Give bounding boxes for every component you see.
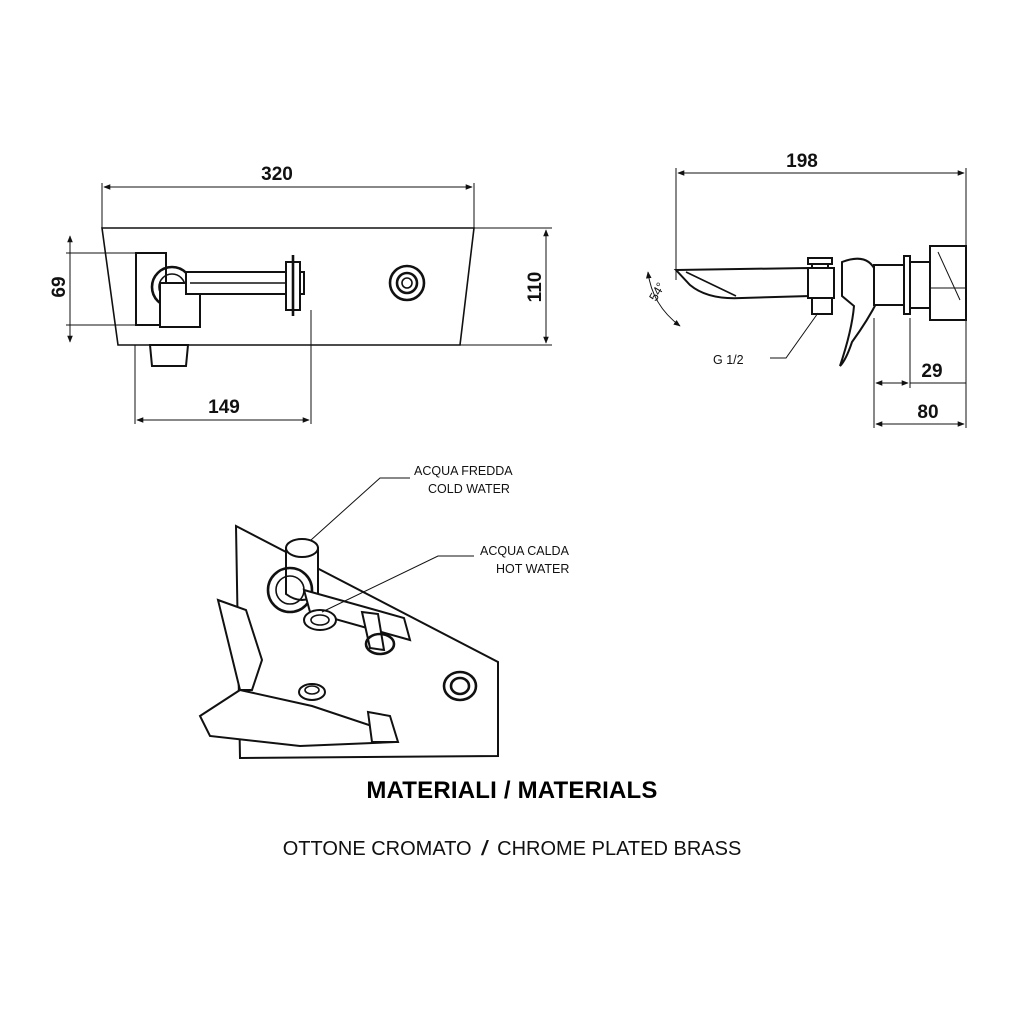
dim-height: 110 [525, 272, 546, 303]
cold-water-leader [310, 477, 410, 541]
dim-min-depth: 29 [921, 361, 942, 382]
iso-diverter [298, 683, 400, 743]
dim-max-depth: 80 [917, 402, 938, 423]
front-spout [148, 344, 190, 367]
dim-handle-height: 69 [49, 276, 70, 297]
dim-width: 320 [261, 164, 293, 185]
cold-water-en: COLD WATER [428, 482, 510, 496]
iso-button [442, 670, 478, 702]
thread-leader [770, 312, 819, 359]
angle-arc [645, 271, 681, 327]
cold-water-it: ACQUA FREDDA [414, 464, 513, 478]
hot-water-it: ACQUA CALDA [480, 544, 570, 558]
thread-label: G 1/2 [713, 353, 744, 367]
side-view: 198 29 80 54° G 1/2 [645, 151, 967, 428]
materials-title: MATERIALI / MATERIALS [366, 777, 658, 804]
hot-water-en: HOT WATER [496, 562, 569, 576]
material-italian: OTTONE CROMATO [282, 838, 472, 860]
front-handle [135, 252, 305, 328]
material-separator: / [481, 838, 488, 860]
dim-depth: 198 [786, 151, 818, 172]
side-lever [839, 257, 880, 367]
side-spout [673, 266, 812, 300]
hot-water-leader [321, 555, 474, 613]
dim-spout-offset: 149 [208, 397, 240, 418]
material-english: CHROME PLATED BRASS [497, 838, 742, 860]
front-view: 320 110 69 149 [49, 164, 552, 424]
front-button [388, 264, 426, 302]
iso-hot-inlet [303, 609, 337, 631]
dim-angle: 54° [646, 280, 668, 303]
iso-cold-inlet [266, 538, 319, 614]
iso-handle [302, 588, 412, 656]
iso-view: ACQUA FREDDA COLD WATER ACQUA CALDA HOT … [198, 464, 570, 760]
materials-description: OTTONE CROMATO / CHROME PLATED BRASS [0, 838, 1024, 861]
iso-lever [216, 598, 264, 691]
